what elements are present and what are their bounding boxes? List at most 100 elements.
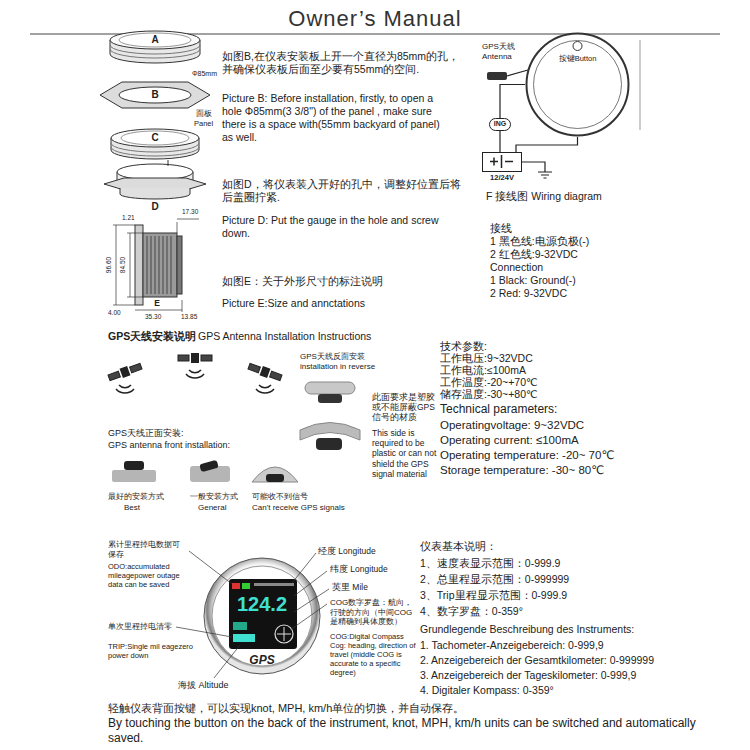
callout-text: 英里 Mile	[332, 582, 368, 593]
callout-text: 海拔 Altitude	[178, 680, 229, 691]
illustration-part	[199, 460, 218, 472]
illustration-part	[242, 583, 250, 589]
gauge-circle	[525, 32, 630, 137]
assembled-gauge-d	[104, 160, 206, 199]
illustration-part	[266, 474, 284, 482]
wire	[500, 85, 525, 119]
antenna-note: This side is required to be plastic or c…	[372, 428, 438, 479]
dimension-lines	[113, 219, 199, 312]
illustration-part	[119, 87, 191, 103]
spec-line: 工作电流:≤100mA	[440, 364, 526, 377]
wiring-text: 1 黑色线:电源负极(-)	[490, 235, 589, 248]
illustration-part	[119, 33, 191, 47]
battery-box: 12/24V	[480, 152, 524, 182]
antenna-note: GPS天线正面安装:	[108, 428, 184, 439]
leader-lines	[176, 551, 329, 678]
antenna-note: 此面要求是塑胶或不能屏蔽GPS信号的材质	[372, 392, 438, 423]
illustration-part	[305, 382, 355, 394]
illustration-part	[100, 82, 210, 108]
range-line: 3、Trip里程显示范围：0-999.9	[420, 589, 567, 602]
antenna-note: Best	[124, 503, 140, 513]
wiring-text: 2 红色线:9-32VDC	[490, 248, 578, 261]
gauge-outline: 按键Button	[525, 32, 630, 137]
illustration-part	[116, 225, 117, 305]
illustration-part	[120, 366, 131, 378]
illustration-part	[177, 219, 199, 220]
wire	[516, 137, 578, 152]
wire	[499, 131, 500, 152]
spec-line: Technical parameters:	[440, 402, 557, 417]
antenna-note: 最好的安装方式	[108, 492, 164, 502]
polarity-marks	[483, 153, 520, 170]
illustration-part	[189, 551, 232, 584]
gps-gauge-face	[204, 558, 320, 674]
ground-symbol	[522, 162, 552, 178]
wiring-text: F 接线图 Wiring diagram	[486, 190, 602, 203]
wiring-text: 接线	[490, 222, 512, 235]
illustration-part	[147, 236, 171, 294]
callout-letter: E	[154, 298, 160, 309]
button-symbol	[573, 42, 582, 51]
illustration-part	[178, 353, 212, 363]
dimension: 4.00	[108, 309, 121, 317]
callout-letter: D	[151, 201, 158, 214]
spec-line: Storage temperature: -30~ 80℃	[440, 463, 604, 477]
illustration-part	[232, 583, 240, 589]
range-line: 4. Digitaler Kompass: 0-359°	[420, 684, 554, 697]
illustration-part	[113, 305, 135, 306]
antenna-cable	[507, 70, 528, 76]
illustration-part	[270, 371, 282, 380]
illustration-part	[135, 225, 143, 305]
illustration-part	[107, 361, 142, 382]
gauge-ring	[534, 41, 622, 129]
gauge-bezel	[527, 34, 629, 136]
illustration-part	[252, 467, 298, 482]
instruction-text: Picture E:Size and annctations	[222, 297, 365, 310]
callout-text: COG数字罗盘：航向，行驶的方向（中间COG是精确到具体度数）	[330, 598, 418, 627]
instruction-text: 如图E：关于外形尺寸的标注说明	[222, 275, 383, 288]
antenna-note: GPS天线安装说明	[108, 330, 196, 343]
frame-line	[640, 40, 641, 130]
reverse-install-art	[300, 382, 360, 450]
antenna-note: 可能收不到信号	[252, 492, 308, 502]
illustration-part	[214, 645, 240, 678]
voltage-label: 12/24V	[480, 173, 524, 182]
antenna-puck	[487, 72, 507, 80]
dimension: 17.30	[182, 208, 198, 216]
callout-letter: C	[151, 132, 158, 145]
illustration-part	[110, 31, 200, 49]
illustration-part	[260, 366, 271, 378]
battery-symbol	[482, 152, 522, 172]
wiring-text: 1 Black: Ground(-)	[490, 274, 576, 287]
illustration-part	[112, 470, 156, 482]
callout-letter: A	[151, 34, 158, 47]
illustration-part	[248, 363, 260, 372]
illustration-part	[177, 222, 178, 233]
note-text: By touching the button on the back of th…	[108, 716, 708, 746]
illustration-part	[186, 370, 204, 378]
part-name: Panel	[194, 119, 213, 128]
spec-line: 技术参数:	[440, 340, 487, 353]
callout-text: TRIP:Single mil eagezero power down	[108, 642, 196, 660]
dimension: 35.30	[145, 313, 161, 321]
illustration-part	[111, 129, 199, 147]
illustration-part	[121, 131, 189, 145]
dimension: 13.85	[181, 313, 197, 321]
panel-plate-b	[100, 82, 210, 108]
dimension: 84.50	[119, 257, 127, 273]
note-text: 轻触仪表背面按键，可以实现knot, MPH, km/h单位的切换，并自动保存。	[108, 702, 464, 716]
illustration-part	[294, 589, 329, 612]
dimension: 96.60	[105, 257, 113, 273]
callout-text: COG:Digital Compass Cog: heading, direct…	[330, 632, 418, 677]
part-name: 面板	[196, 109, 212, 118]
illustration-part	[229, 579, 297, 649]
front-install-art	[112, 460, 298, 482]
callout-text: 单次里程掉电清零	[108, 622, 180, 632]
button-label: 按键Button	[525, 54, 630, 63]
illustration-part	[191, 353, 199, 363]
illustration-part	[294, 571, 327, 596]
illustration-part	[108, 371, 120, 380]
antenna-note: GPS antenna front installation:	[108, 440, 230, 451]
range-line: 1、速度表显示范围：0-999.9	[420, 557, 560, 570]
illustration-part	[182, 300, 183, 312]
